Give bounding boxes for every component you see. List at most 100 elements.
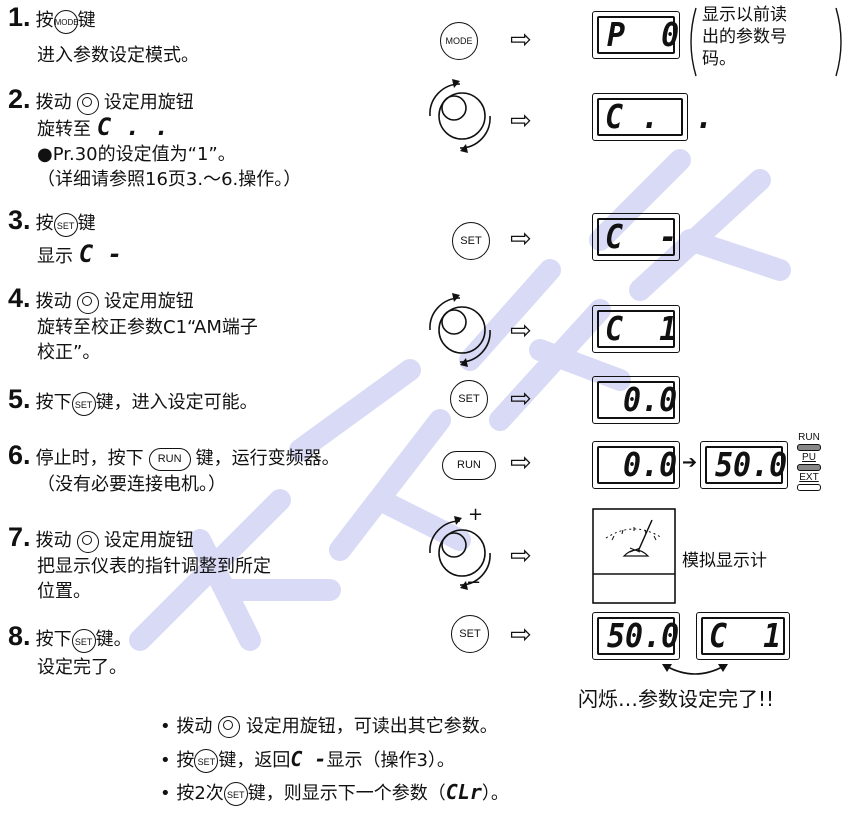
mode-key-icon: MODE	[53, 9, 79, 34]
step-text: 按	[35, 213, 54, 234]
note-text: 设定用旋钮，可读出其它参数。	[245, 716, 498, 737]
led-pu-icon	[797, 464, 821, 471]
step-2-line4: （详细请参照16页3.～6.操作。）	[37, 169, 302, 190]
run-key-icon: RUN	[148, 448, 191, 471]
step-1: 1. 按MODE键	[8, 4, 96, 34]
step-text: 设定用旋钮	[103, 291, 194, 312]
step-text: 按下	[35, 629, 72, 650]
display-c1: C 1	[696, 612, 790, 660]
note-text: 键，返回	[218, 750, 291, 771]
note-text: • 拨动	[160, 716, 213, 737]
dial-rotate-icon	[429, 79, 491, 153]
bracket-right	[835, 7, 842, 77]
step-text: 按	[35, 10, 54, 31]
plus-label: +	[468, 504, 484, 525]
arrow-right-icon: ⇨	[510, 620, 532, 650]
step-4-line2: 旋转至校正参数C1“AM端子	[37, 317, 258, 338]
note-previous-parameter: 显示以前读出的参数号码。	[702, 5, 787, 69]
display-c1: C 1	[592, 305, 680, 353]
analog-meter-icon	[592, 508, 676, 604]
set-key-icon: SET	[53, 212, 78, 237]
minus-label: −	[466, 572, 482, 593]
step-6-line2: （没有必要连接电机。）	[37, 474, 226, 495]
display-text: 50.0	[607, 617, 680, 656]
step-text: 拨动	[35, 530, 72, 551]
led-pu-label: PU	[802, 452, 816, 463]
arrow-right-icon: ➔	[682, 452, 698, 473]
step-6: 6. 停止时，按下 RUN 键，运行变频器。	[8, 442, 340, 471]
segment-display-text: C -	[290, 747, 327, 771]
step-2-line3: ●Pr.30的设定值为“1”。	[37, 144, 236, 165]
display-text: C 1	[605, 310, 678, 349]
step-number: 6.	[8, 440, 31, 470]
dial-rotate-icon	[429, 516, 491, 590]
display-p0: P 0	[592, 11, 680, 59]
step-number: 5.	[8, 384, 31, 414]
step-4-line3: 校正”。	[37, 342, 101, 363]
step-number: 1.	[8, 2, 31, 32]
display-text: 0.0	[623, 446, 678, 485]
display-c-dash: C -	[592, 213, 680, 261]
step-text: 停止时，按下	[35, 448, 144, 469]
dial-icon	[76, 92, 99, 115]
step-text: 键	[77, 213, 96, 234]
bracket-left	[690, 7, 697, 77]
display-text: 0.0	[623, 381, 678, 420]
step-4: 4. 拨动 设定用旋钮	[8, 285, 194, 314]
arrow-right-icon: ⇨	[510, 316, 532, 346]
step-text: 拨动	[35, 291, 72, 312]
step-8-line2: 设定完了。	[37, 657, 127, 678]
led-run-label: RUN	[798, 432, 820, 443]
arrow-right-icon: ⇨	[510, 384, 532, 414]
step-text: 旋转至	[37, 119, 91, 140]
step-7: 7. 拨动 设定用旋钮	[8, 524, 194, 553]
step-number: 7.	[8, 522, 31, 552]
blink-double-arrow-icon	[662, 664, 728, 675]
display-zero: 0.0	[592, 441, 680, 489]
arrow-right-icon: ⇨	[510, 106, 532, 136]
step-7-line3: 位置。	[37, 581, 91, 602]
note-text: • 按2次	[160, 783, 224, 804]
dial-icon	[218, 716, 241, 738]
step-2: 2. 拨动 设定用旋钮	[8, 86, 194, 115]
arrow-right-icon: ⇨	[510, 541, 532, 571]
note-text: 显示（操作3）。	[326, 750, 455, 771]
step-2-line2: 旋转至 C . .	[37, 113, 169, 141]
arrow-right-icon: ⇨	[510, 224, 532, 254]
mode-key-icon: MODE	[440, 22, 478, 60]
arrow-right-icon: ⇨	[510, 25, 532, 55]
step-number: 4.	[8, 283, 31, 313]
step-number: 3.	[8, 205, 31, 235]
display-text: P 0	[607, 16, 680, 55]
step-text: 键，运行变频器。	[195, 448, 340, 469]
dial-rotate-icon	[429, 293, 491, 367]
segment-display-text: C . .	[96, 113, 169, 141]
note-text: • 按	[160, 750, 195, 771]
set-key-icon: SET	[71, 628, 96, 653]
note-text: 键，则显示下一个参数（	[247, 783, 446, 804]
step-text: 键，进入设定可能。	[95, 392, 258, 413]
note-1: • 拨动 设定用旋钮，可读出其它参数。	[160, 715, 498, 738]
led-run-icon	[797, 444, 821, 451]
dial-icon	[76, 291, 99, 314]
dial-icon	[76, 530, 99, 553]
segment-display-text: CLr	[445, 780, 482, 804]
display-fifty: 50.0	[592, 612, 680, 660]
set-key-icon: SET	[223, 782, 248, 806]
step-text: 按下	[35, 392, 72, 413]
step-text: 设定用旋钮	[103, 92, 194, 113]
step-text: 键。	[95, 629, 132, 650]
run-key-icon: RUN	[442, 451, 496, 480]
step-7-line2: 把显示仪表的指针调整到所定	[37, 556, 271, 577]
step-1-line2: 进入参数设定模式。	[37, 45, 199, 66]
set-key-icon: SET	[452, 222, 490, 260]
display-text: C 1	[709, 617, 782, 656]
led-ext-label: EXT	[799, 472, 819, 483]
step-text: 键	[77, 10, 96, 31]
set-key-icon: SET	[194, 749, 219, 773]
